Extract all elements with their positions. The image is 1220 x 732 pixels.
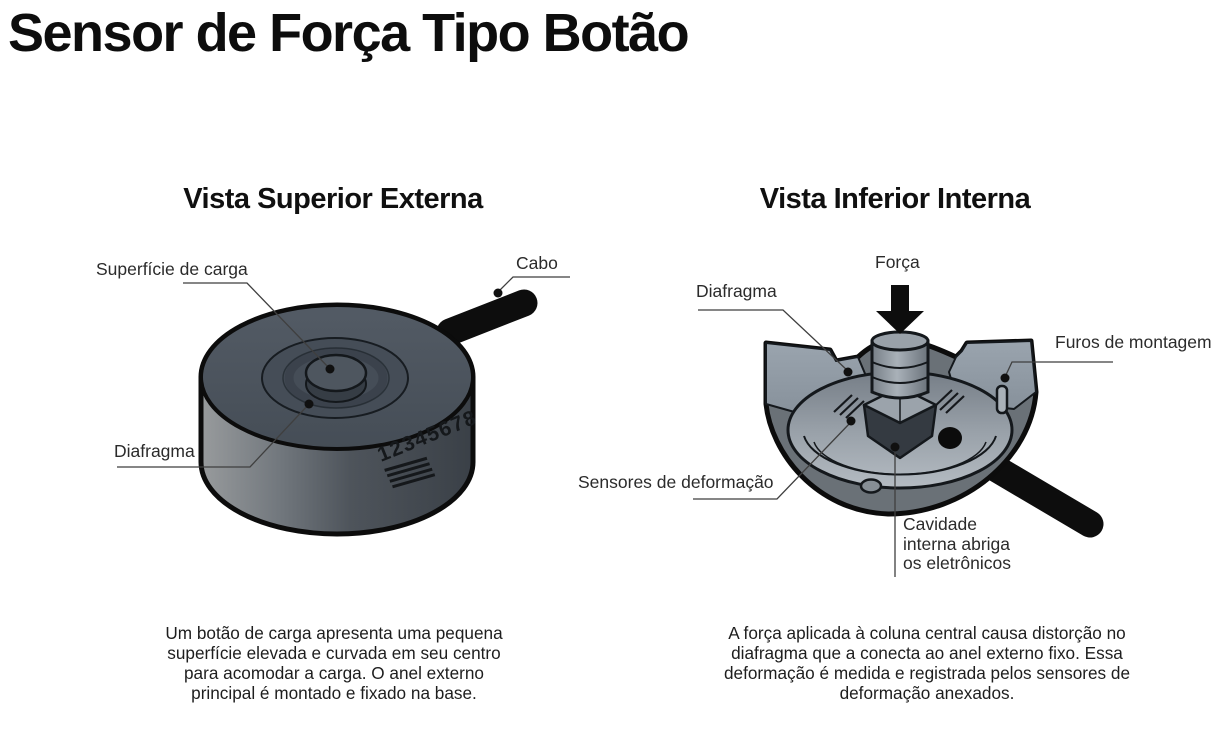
leader-line-cable — [497, 276, 570, 293]
label-force: Força — [875, 252, 920, 272]
label-internal-cavity: Cavidade interna abriga os eletrônicos — [903, 514, 1011, 573]
label-strain-sensors: Sensores de deformação — [578, 472, 774, 492]
load-button-top — [304, 353, 368, 393]
label-load-surface: Superfície de carga — [96, 259, 248, 279]
leader-line-load-surface — [183, 282, 331, 370]
mounting-slot — [995, 384, 1009, 415]
left-panel-heading: Vista Superior Externa — [183, 183, 483, 215]
cable — [971, 448, 1104, 538]
strain-gauge-hatching-right — [933, 389, 965, 414]
column-top-cap — [870, 330, 930, 352]
leader-dot — [843, 367, 853, 377]
leader-dots — [304, 288, 1010, 452]
vent-hole — [859, 478, 883, 494]
leader-line-diaphragm-left — [117, 403, 310, 468]
label-cable: Cabo — [516, 253, 558, 273]
leader-dot — [493, 288, 503, 298]
label-diaphragm-right: Diafragma — [696, 281, 777, 301]
column-diamond-front — [862, 403, 938, 460]
label-mounting-holes: Furos de montagem — [1055, 332, 1212, 352]
bottom-view-device — [763, 330, 1104, 538]
leader-lines — [117, 276, 1113, 577]
groove-edge — [282, 347, 390, 409]
column-band-2 — [871, 376, 929, 384]
left-panel-caption: Um botão de carga apresenta uma pequena … — [165, 623, 503, 703]
leader-dot — [890, 442, 900, 452]
right-panel-heading: Vista Inferior Interna — [759, 183, 1031, 215]
leader-line-diaphragm-right — [698, 309, 849, 372]
right-panel-caption: A força aplicada à coluna central causa … — [723, 623, 1131, 703]
electronics-hole — [938, 427, 962, 449]
groove-ring — [284, 347, 388, 409]
leader-dot — [1000, 373, 1010, 383]
cable — [436, 289, 538, 346]
leader-line-strain-sensors — [693, 421, 852, 500]
center-column — [870, 339, 930, 400]
top-view-device: 12345678 — [198, 289, 538, 537]
tally-marks — [384, 456, 436, 489]
leader-dot — [325, 364, 335, 374]
cavity-ring-inner — [813, 441, 987, 476]
label-diaphragm-left: Diafragma — [114, 441, 195, 461]
page-title: Sensor de Força Tipo Botão — [8, 3, 690, 63]
force-arrow-icon — [876, 285, 924, 334]
strain-gauge-hatching-left — [833, 394, 865, 419]
column-band-1 — [871, 361, 929, 369]
leader-line-mounting-holes — [1004, 361, 1113, 378]
leader-dot — [846, 416, 856, 426]
leader-dot — [304, 399, 314, 409]
